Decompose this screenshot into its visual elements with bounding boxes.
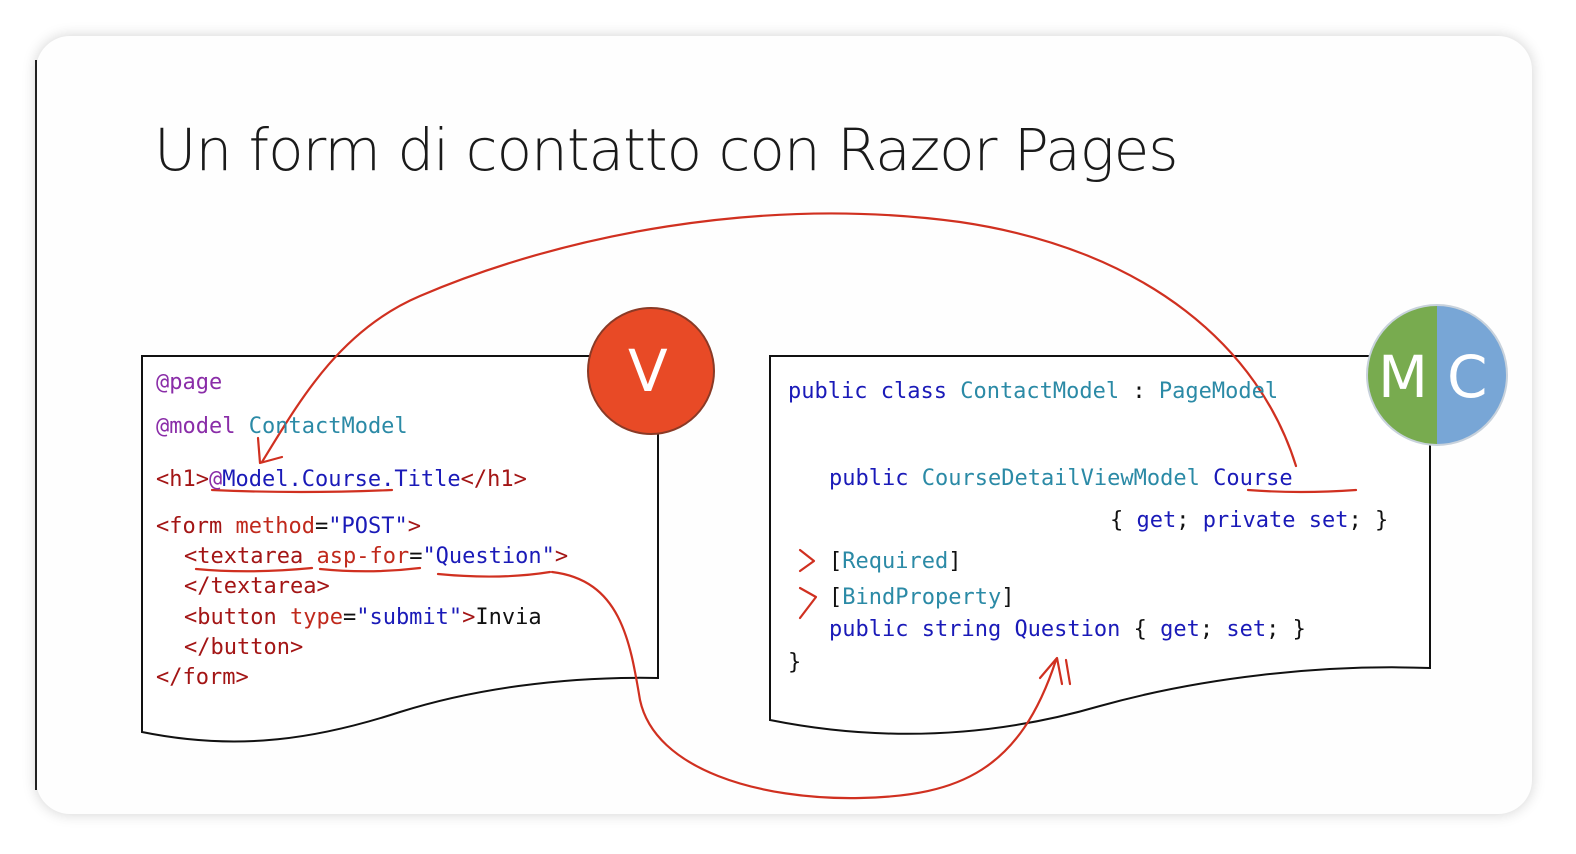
view-badge-circle [587, 307, 715, 435]
model-line-class-close: } [788, 650, 802, 675]
chevron-bindproperty [798, 586, 818, 620]
arrowhead-model [256, 436, 284, 465]
slide-left-edge [35, 60, 37, 790]
model-line-course: public CourseDetailViewModel Course [829, 466, 1293, 491]
underline-textarea [194, 566, 314, 573]
underline-aspfor [318, 566, 422, 573]
underline-course [1246, 488, 1358, 494]
directive-page: @page [156, 370, 223, 395]
view-line-button: <button type="submit">Invia [184, 605, 542, 630]
annotations [194, 212, 1358, 800]
view-line-page: @page [156, 372, 222, 394]
model-document-shape [769, 355, 1431, 735]
model-badge-letter: M [1378, 343, 1429, 411]
view-document-shape [141, 355, 659, 743]
model-line-accessors: { get; private set; } [1110, 508, 1389, 533]
arrowhead-question [1038, 656, 1064, 686]
view-line-button-close: </button> [184, 635, 304, 660]
model-type: ContactModel [248, 414, 408, 439]
model-line-class: public class ContactModel : PageModel [788, 379, 1279, 404]
underline-h1 [210, 488, 394, 494]
view-line-h1: <h1>@Model.Course.Title</h1> [156, 467, 527, 492]
view-badge-letter: V [628, 337, 668, 405]
view-line-textarea-close: </textarea> [184, 574, 330, 599]
view-line-model: @model ContactModel [156, 416, 408, 438]
model-line-bindproperty: [BindProperty] [829, 585, 1015, 610]
slide-title: Un form di contatto con Razor Pages [154, 116, 1178, 184]
arrow-course-to-model [260, 212, 1298, 468]
view-line-form: <form method="POST"> [156, 514, 421, 539]
model-line-question: public string Question { get; set; } [829, 617, 1306, 642]
arrow-question-binding [550, 570, 1058, 800]
directive-model: @model [156, 414, 236, 439]
model-line-required: [Required] [829, 549, 962, 574]
chevron-required [798, 548, 816, 573]
underline-question-view [436, 570, 552, 578]
controller-badge-letter: C [1447, 343, 1488, 411]
view-line-textarea: <textarea asp-for="Question"> [184, 544, 569, 569]
tick-question-model [1064, 658, 1072, 686]
view-line-form-close: </form> [156, 665, 249, 690]
